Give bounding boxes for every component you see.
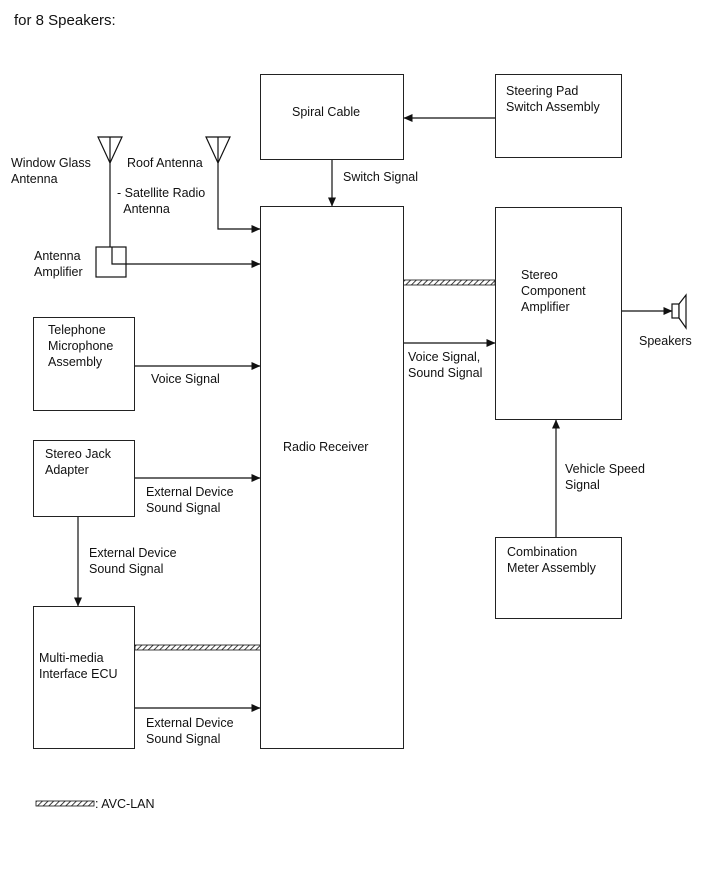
- antenna-amplifier-label: Antenna Amplifier: [34, 249, 83, 279]
- spiral-cable-box: [260, 74, 404, 160]
- voice-sound-signal-label: Voice Signal, Sound Signal: [408, 350, 483, 380]
- ext-device-label-2: External Device Sound Signal: [89, 546, 177, 576]
- speakers-label: Speakers: [639, 334, 692, 348]
- roof-antenna-icon: [205, 136, 231, 165]
- vehicle-speed-signal-label: Vehicle Speed Signal: [565, 462, 645, 492]
- radio-receiver-box: [260, 206, 404, 749]
- avc-lan-bus-ecu: [134, 644, 262, 651]
- radio-receiver-label: Radio Receiver: [283, 440, 369, 454]
- combination-meter-box: [495, 537, 622, 619]
- steering-pad-box: [495, 74, 622, 158]
- voice-signal-label: Voice Signal: [151, 372, 220, 386]
- multimedia-ecu-label: Multi-media Interface ECU: [39, 651, 118, 681]
- diagram-heading: for 8 Speakers:: [14, 12, 116, 29]
- stereo-jack-label: Stereo Jack Adapter: [45, 447, 112, 477]
- telephone-mic-box: [33, 317, 135, 411]
- multimedia-ecu-box: [33, 606, 135, 749]
- satellite-antenna-label: - Satellite Radio Antenna: [117, 186, 206, 216]
- window-glass-antenna-icon: [97, 136, 123, 247]
- switch-signal-label: Switch Signal: [343, 170, 419, 184]
- speaker-icon: [671, 293, 687, 330]
- roof-antenna-label: Roof Antenna: [127, 156, 203, 170]
- steering-pad-label: Steering Pad Switch Assembly: [506, 84, 600, 114]
- ext-device-label-1: External Device Sound Signal: [146, 485, 234, 515]
- avc-lan-legend-label: : AVC-LAN: [95, 797, 155, 811]
- telephone-mic-label: Telephone Microphone Assembly: [48, 323, 114, 369]
- window-glass-antenna-label: Window Glass Antenna: [11, 156, 91, 186]
- avc-lan-bus-amp: [402, 279, 496, 286]
- combination-meter-label: Combination Meter Assembly: [507, 545, 596, 575]
- stereo-jack-box: [33, 440, 135, 517]
- stereo-amp-label: Stereo Component Amplifier: [521, 268, 586, 314]
- avc-lan-legend-swatch: [35, 800, 95, 807]
- stereo-amp-box: [495, 207, 622, 420]
- spiral-cable-label: Spiral Cable: [292, 105, 361, 119]
- ext-device-label-3: External Device Sound Signal: [146, 716, 234, 746]
- antenna-amplifier-box: [95, 246, 127, 278]
